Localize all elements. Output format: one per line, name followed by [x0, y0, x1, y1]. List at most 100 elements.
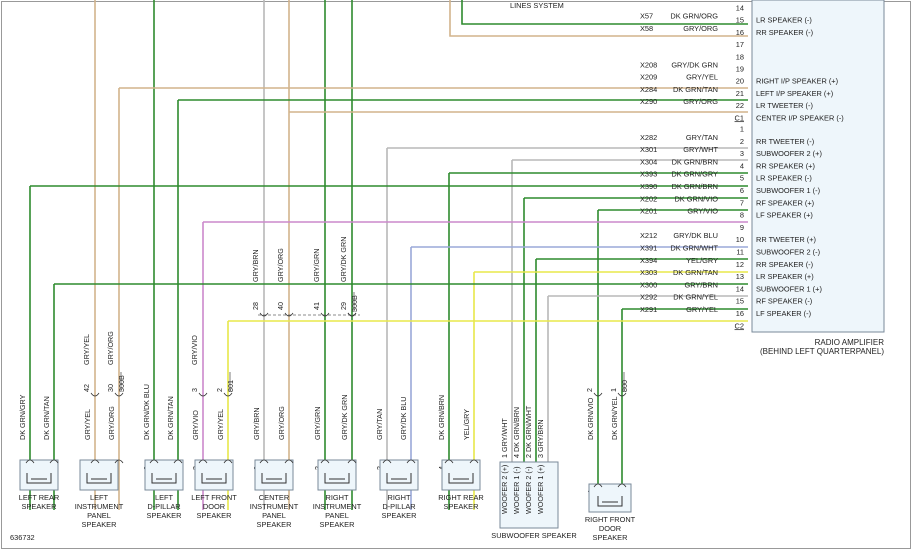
figure-id: 636732 — [10, 533, 35, 542]
wire-x292 — [621, 308, 748, 510]
upper-pin-label: 3 — [190, 388, 199, 392]
wire-x300 — [547, 295, 748, 510]
upper-connector — [593, 392, 603, 397]
speaker-box — [19, 459, 59, 491]
c2-circuit: X212 — [640, 231, 657, 240]
c1-pin-19: 19 — [736, 65, 744, 74]
c2-circuit: X303 — [640, 268, 657, 277]
splice-connector — [284, 312, 294, 317]
wire-x390 — [523, 197, 748, 510]
c2-circuit: X201 — [640, 207, 657, 216]
splice-pin-label: 29 — [339, 302, 348, 310]
c2-wire: GRY/YEL — [686, 305, 718, 314]
amplifier-location: (BEHIND LEFT QUARTERPANEL) — [760, 347, 884, 356]
speaker-wire-label: GRY/VIO — [191, 410, 200, 440]
speaker-name: SPEAKER — [444, 502, 479, 511]
wire-x301 — [511, 159, 748, 510]
speaker-box — [194, 459, 234, 491]
speaker-icon — [448, 473, 474, 484]
c2-wire: DK GRN/GRY — [671, 170, 718, 179]
c1-pin-21: 21 — [736, 89, 744, 98]
c2-desc: RF SPEAKER (-) — [756, 297, 812, 306]
c1-circuit: X290 — [640, 97, 657, 106]
speaker-name: SPEAKER — [382, 511, 417, 520]
speaker-name: D-PILLAR — [382, 502, 415, 511]
connector-icon — [593, 483, 627, 488]
speaker-icon — [201, 473, 227, 484]
speaker-name: PANEL — [325, 511, 349, 520]
c2-pin-7: 7 — [740, 198, 744, 207]
wire-x284 — [177, 99, 748, 510]
c1-wire: GRY/DK GRN — [671, 61, 718, 70]
speaker-wire-label: DK GRN/GRY — [18, 394, 27, 440]
speaker-wire-label: GRY/ORG — [107, 406, 116, 440]
c2-wire: DK GRN/BRN — [672, 182, 718, 191]
speaker-wire-label: DK GRN/BRN — [437, 395, 446, 440]
speaker-wire-label: GRY/YEL — [216, 409, 225, 440]
c1-circuit: X209 — [640, 73, 657, 82]
c1-pin-15: 15 — [736, 16, 744, 25]
upper-wire-label: GRY/VIO — [190, 335, 199, 365]
c1-desc: LEFT I/P SPEAKER (+) — [756, 89, 833, 98]
splice-wire-label: GRY/DK GRN — [339, 237, 348, 282]
subwoofer-pin-desc: WOOFER 1 (-) — [512, 466, 521, 514]
speaker-wire-label: GRY/BRN — [252, 407, 261, 440]
c2-pin-5: 5 — [740, 174, 744, 183]
c2-pin-1: 1 — [740, 125, 744, 134]
c1-wire: GRY/YEL — [686, 73, 718, 82]
connector-icon — [320, 459, 357, 464]
subwoofer-pin-desc: WOOFER 2 (+) — [500, 465, 509, 514]
c2-desc: LF SPEAKER (+) — [756, 211, 813, 220]
c2-desc: LF SPEAKER (-) — [756, 309, 811, 318]
speaker-4: GRY/BRNGRY/ORG21CENTERINSTRUMENTPANELSPE… — [250, 406, 299, 529]
c1-pin-17: 17 — [736, 40, 744, 49]
amplifier-box — [751, 0, 885, 333]
c1-pin-16: 16 — [736, 28, 744, 37]
splice-pin-label: 40 — [276, 302, 285, 310]
speaker-name: INSTRUMENT — [313, 502, 362, 511]
wire-x393 — [29, 185, 748, 510]
amplifier-top-label: LINES SYSTEM — [510, 1, 564, 10]
speaker-name: LEFT — [155, 493, 174, 502]
subwoofer-pin-desc: WOOFER 2 (-) — [524, 466, 533, 514]
c1-desc: RR SPEAKER (-) — [756, 28, 813, 37]
speaker-wire-label: GRY/DK GRN — [340, 395, 349, 440]
splice-wire-label: GRY/GRN — [312, 249, 321, 282]
c1-circuit: X58 — [640, 24, 653, 33]
upper-pin-label: 2 — [585, 388, 594, 392]
wire-x58 — [449, 0, 748, 37]
c2-circuit: X390 — [640, 182, 657, 191]
c2-wire: DK GRN/BRN — [672, 157, 718, 166]
upper-connector — [223, 392, 233, 397]
c1-circuit: X284 — [640, 85, 657, 94]
speaker-wire-label: GRY/TAN — [375, 409, 384, 440]
speaker-name: SPEAKER — [147, 511, 182, 520]
c2-pin-C2: C2 — [735, 321, 744, 330]
subwoofer-box — [499, 461, 559, 529]
speaker-box — [588, 483, 632, 513]
upper-connector — [198, 392, 208, 397]
speaker-wire-label: GRY/GRN — [313, 407, 322, 440]
c2-wire: GRY/TAN — [686, 133, 718, 142]
wire-x282 — [386, 147, 748, 510]
splice-pin-label: 300B — [350, 295, 359, 312]
c2-desc: RF SPEAKER (+) — [756, 198, 814, 207]
connector-icon — [382, 459, 416, 464]
c2-pin-3: 3 — [740, 149, 744, 158]
splice-connector — [347, 312, 357, 317]
speaker-name: SPEAKER — [320, 520, 355, 529]
upper-tag-label: 300B — [117, 375, 126, 392]
wire-x304 — [448, 172, 748, 510]
speaker-wire-label: DK GRN/TAN — [166, 396, 175, 440]
c2-desc: LR SPEAKER (+) — [756, 272, 814, 281]
wire-x202 — [597, 209, 748, 510]
upper-wire-label: GRY/ORG — [106, 331, 115, 365]
speaker-name: SPEAKER — [593, 533, 628, 542]
c2-wire: GRY/DK BLU — [673, 231, 718, 240]
upper-connector — [90, 392, 100, 397]
splice-pin-label: 41 — [312, 302, 321, 310]
c2-wire: GRY/BRN — [684, 280, 718, 289]
